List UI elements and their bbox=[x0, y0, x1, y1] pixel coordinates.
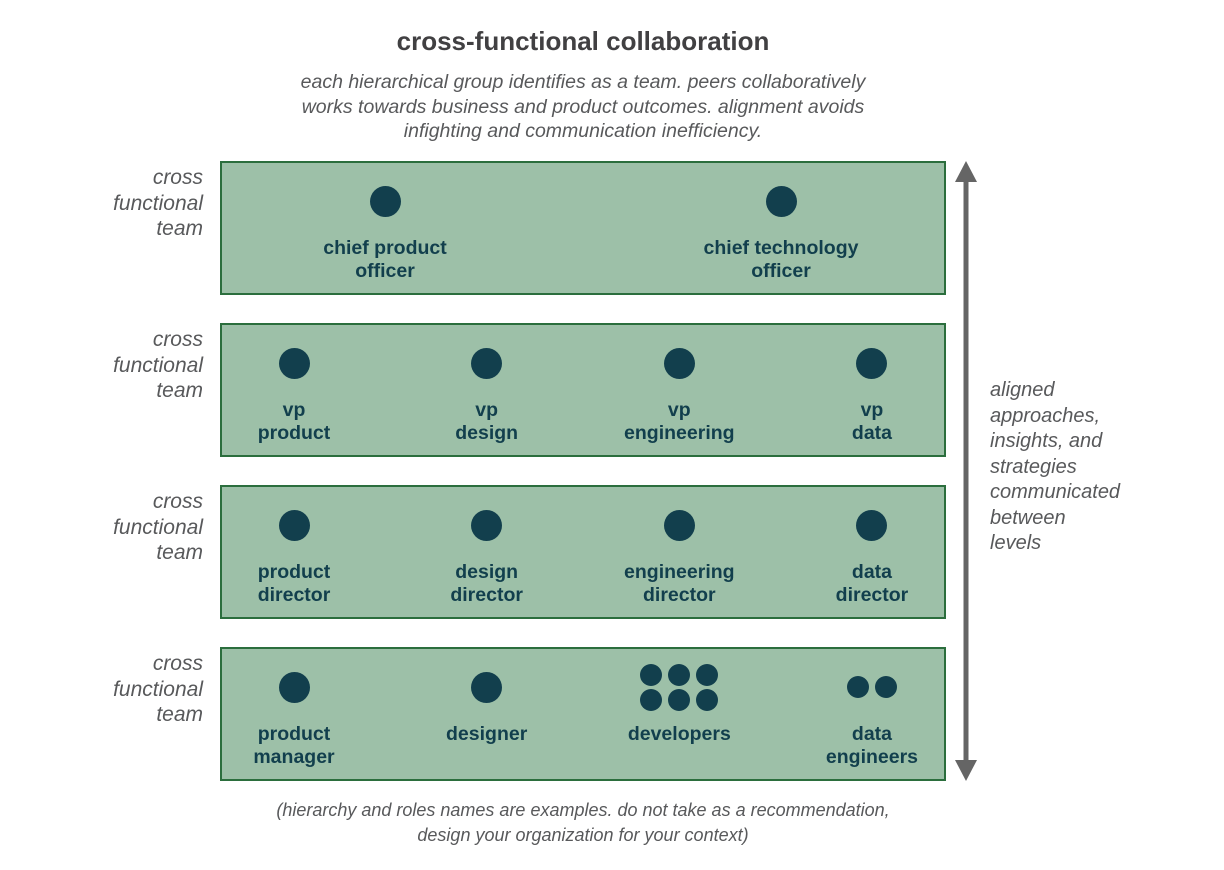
member-name: design director bbox=[450, 561, 523, 606]
person-dots bbox=[445, 337, 529, 389]
member-name: vp design bbox=[455, 399, 519, 444]
member: designer bbox=[415, 649, 559, 779]
team-band: chief product officer chief technology of… bbox=[220, 161, 946, 295]
person-dot bbox=[663, 509, 695, 541]
person-dots bbox=[637, 337, 721, 389]
person-dots bbox=[252, 337, 336, 389]
member: product director bbox=[222, 487, 366, 617]
member-name: data director bbox=[835, 561, 909, 606]
member-name: product manager bbox=[253, 723, 335, 768]
band-label: cross functional team bbox=[113, 652, 203, 726]
team-row: cross functional team product director des… bbox=[0, 485, 946, 619]
member: vp design bbox=[415, 325, 559, 455]
person-dot bbox=[696, 688, 719, 711]
member: design director bbox=[415, 487, 559, 617]
person-dot bbox=[471, 347, 503, 379]
band-label: cross functional team bbox=[113, 166, 203, 240]
team-row: cross functional team vp product vp design… bbox=[0, 323, 946, 457]
member: developers bbox=[607, 649, 751, 779]
page-subtitle: each hierarchical group identifies as a … bbox=[300, 71, 866, 142]
person-dot bbox=[696, 663, 719, 686]
member-name: vp engineering bbox=[624, 399, 735, 444]
person-dots bbox=[343, 175, 427, 227]
person-dot bbox=[369, 185, 401, 217]
band-label: cross functional team bbox=[113, 328, 203, 402]
member-name: data engineers bbox=[825, 723, 919, 768]
member-name: vp data bbox=[851, 399, 893, 444]
member-name: vp product bbox=[257, 399, 331, 444]
person-dots bbox=[830, 337, 914, 389]
team-band: product manager designer developers data en… bbox=[220, 647, 946, 781]
person-dots bbox=[739, 175, 823, 227]
person-dots bbox=[445, 499, 529, 551]
person-dot bbox=[640, 688, 663, 711]
member-name: engineering director bbox=[624, 561, 735, 606]
person-dot bbox=[856, 509, 888, 541]
person-dot bbox=[663, 347, 695, 379]
member-name: chief technology officer bbox=[703, 237, 859, 282]
team-band: vp product vp design vp engineering vp data bbox=[220, 323, 946, 457]
member-name: product director bbox=[257, 561, 331, 606]
person-dot bbox=[278, 671, 310, 703]
person-dot bbox=[278, 347, 310, 379]
member: vp data bbox=[800, 325, 944, 455]
double-arrow-icon bbox=[955, 161, 977, 781]
band-label: cross functional team bbox=[113, 490, 203, 564]
person-dots bbox=[830, 499, 914, 551]
team-row: cross functional team product manager desi… bbox=[0, 647, 946, 781]
member: chief product officer bbox=[222, 163, 548, 293]
member: engineering director bbox=[607, 487, 751, 617]
person-dot bbox=[874, 676, 897, 698]
member-name: developers bbox=[627, 723, 731, 745]
person-dots bbox=[637, 499, 721, 551]
footer-caption: (hierarchy and roles names are examples.… bbox=[276, 800, 890, 845]
person-dot bbox=[668, 688, 691, 711]
person-dots bbox=[252, 499, 336, 551]
person-dots-group bbox=[637, 661, 721, 713]
person-dots bbox=[252, 661, 336, 713]
member: data engineers bbox=[800, 649, 944, 779]
member: vp engineering bbox=[607, 325, 751, 455]
member: vp product bbox=[222, 325, 366, 455]
member-name: designer bbox=[446, 723, 528, 745]
person-dot bbox=[471, 671, 503, 703]
member-name: chief product officer bbox=[323, 237, 447, 282]
person-dot bbox=[668, 663, 691, 686]
person-dot bbox=[640, 663, 663, 686]
member: chief technology officer bbox=[618, 163, 944, 293]
person-dot bbox=[856, 347, 888, 379]
person-dots-group bbox=[830, 661, 914, 713]
team-band: product director design director engineeri… bbox=[220, 485, 946, 619]
arrow-annotation: aligned approaches, insights, and strate… bbox=[990, 379, 1121, 554]
person-dots bbox=[445, 661, 529, 713]
member: data director bbox=[800, 487, 944, 617]
page-title: cross-functional collaboration bbox=[396, 26, 770, 56]
member: product manager bbox=[222, 649, 366, 779]
person-dot bbox=[471, 509, 503, 541]
person-dot bbox=[765, 185, 797, 217]
person-dot bbox=[278, 509, 310, 541]
person-dot bbox=[846, 676, 869, 698]
